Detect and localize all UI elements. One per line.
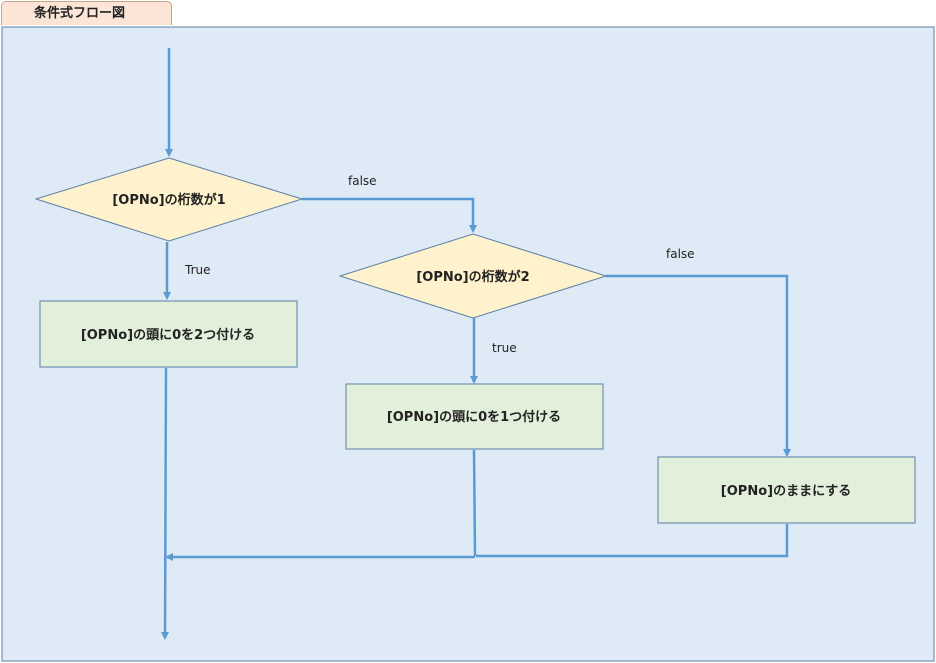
d2-false-arrow	[606, 274, 791, 457]
decision-1-shape	[34, 157, 304, 242]
diagram-title: 条件式フロー図	[34, 6, 126, 21]
process-keep-label: [OPNo]のままにする	[721, 484, 851, 499]
keep-return-line	[476, 524, 789, 558]
add2-down-line	[161, 367, 170, 640]
decision-1-label: [OPNo]の桁数が1	[112, 192, 225, 208]
d1-false-label: false	[348, 174, 377, 188]
process-add2-label: [OPNo]の頭に0を2つ付ける	[81, 327, 255, 343]
d2-false-label: false	[666, 247, 695, 261]
process-keep-box	[657, 456, 916, 524]
diagram-title-tab: 条件式フロー図	[1, 1, 172, 25]
d1-false-arrow	[302, 197, 477, 233]
d1-true-label: True	[184, 263, 211, 277]
process-add1-label: [OPNo]の頭に0を1つ付ける	[387, 409, 561, 425]
decision-2-shape	[338, 233, 608, 319]
process-add2-box	[39, 300, 298, 368]
add1-down-line	[472, 449, 477, 557]
decision-2-label: [OPNo]の桁数が2	[416, 269, 529, 285]
process-add1-box	[345, 383, 604, 450]
d2-true-label: true	[492, 341, 517, 355]
